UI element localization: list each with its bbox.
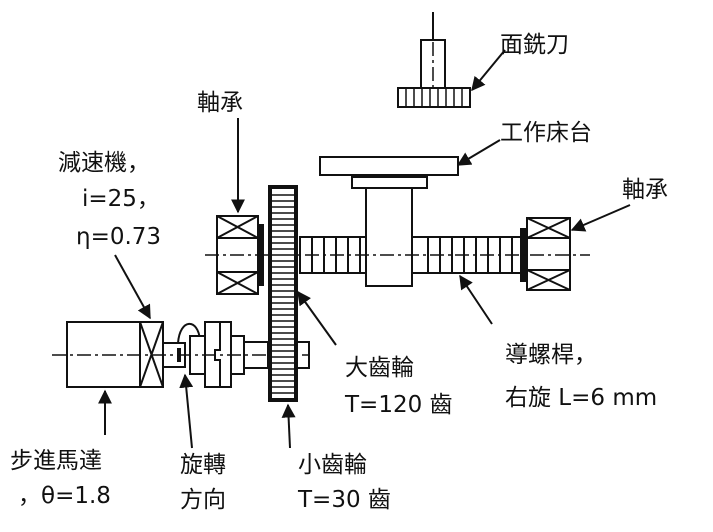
work-table (319, 156, 459, 189)
stepper-label-angle: ，θ=1.8 (18, 483, 111, 509)
leader-arrows (98, 49, 631, 449)
face-mill (397, 12, 471, 108)
reducer (139, 321, 164, 388)
face-mill-label: 面銑刀 (500, 32, 569, 58)
rotation-label-1: 旋轉 (180, 452, 226, 478)
lead-screw-label-name: 導螺桿， (505, 342, 597, 368)
small-gear-label-name: 小齒輪 (298, 452, 367, 478)
reducer-label-ratio: i=25， (82, 186, 160, 212)
right-bearing (520, 217, 571, 291)
lead-screw (299, 187, 524, 287)
reducer-label-name: 減速機， (58, 150, 150, 176)
stepper-label-name: 步進馬達 (10, 448, 102, 474)
left-bearing-label: 軸承 (197, 90, 243, 116)
large-gear-label-teeth: T=120 齒 (344, 392, 453, 418)
work-table-label: 工作床台 (500, 120, 592, 146)
lead-screw-label-lead: 右旋 L=6 mm (505, 385, 657, 411)
right-bearing-label: 軸承 (622, 177, 668, 203)
large-gear (268, 185, 298, 402)
large-gear-label-name: 大齒輪 (345, 355, 414, 381)
rotation-label-2: 方向 (180, 487, 226, 513)
reducer-label-efficiency: η=0.73 (76, 224, 161, 250)
small-gear-label-teeth: T=30 齒 (297, 487, 391, 513)
